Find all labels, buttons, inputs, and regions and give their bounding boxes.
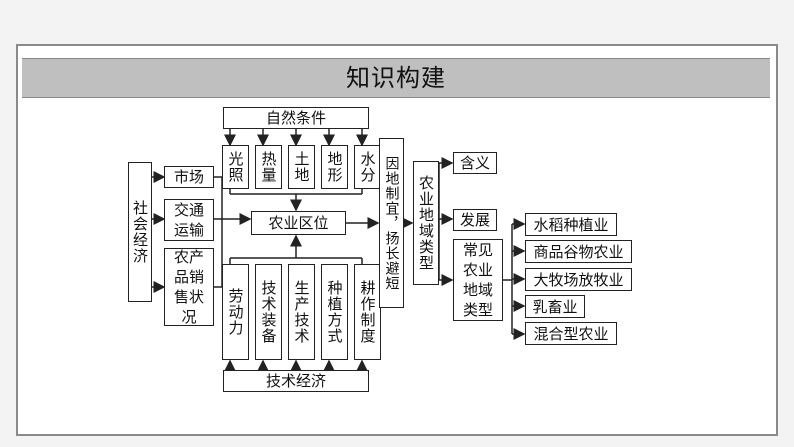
tech-economy-box: 技术经济: [223, 370, 369, 392]
tillage-box: 耕作制度: [354, 264, 381, 360]
common-types-box: 常见农业地域类型: [453, 239, 503, 321]
market-sales-box: 农产品销售状况: [164, 248, 214, 326]
transport-box: 交通运输: [164, 199, 214, 241]
title-band: 知识构建: [22, 58, 770, 98]
type-item: 乳畜业: [525, 295, 585, 318]
terrain-box: 地形: [321, 145, 348, 189]
soil-box: 土地: [288, 145, 315, 189]
production-tech-box: 生产技术: [288, 264, 315, 360]
type-item: 水稻种植业: [525, 213, 617, 236]
adapt-box: 因地制宜，扬长避短: [379, 138, 404, 308]
slide-title: 知识构建: [346, 64, 446, 92]
type-item: 混合型农业: [525, 322, 617, 345]
development-box: 发展: [453, 209, 497, 231]
light-box: 光照: [222, 145, 249, 189]
region-types-box: 农业地域类型: [413, 161, 439, 285]
equipment-box: 技术装备: [255, 264, 282, 360]
type-item: 商品谷物农业: [525, 240, 632, 263]
type-item: 大牧场放牧业: [525, 268, 632, 291]
water-box: 水分: [354, 145, 381, 189]
meaning-box: 含义: [453, 152, 497, 174]
socio-economic-box: 社会经济: [128, 162, 152, 302]
natural-conditions-box: 自然条件: [223, 107, 369, 129]
planting-box: 种植方式: [321, 264, 348, 360]
heat-box: 热量: [255, 145, 282, 189]
market-box: 市场: [164, 166, 214, 188]
agri-location-box: 农业区位: [251, 211, 346, 235]
labor-box: 劳动力: [222, 264, 249, 360]
